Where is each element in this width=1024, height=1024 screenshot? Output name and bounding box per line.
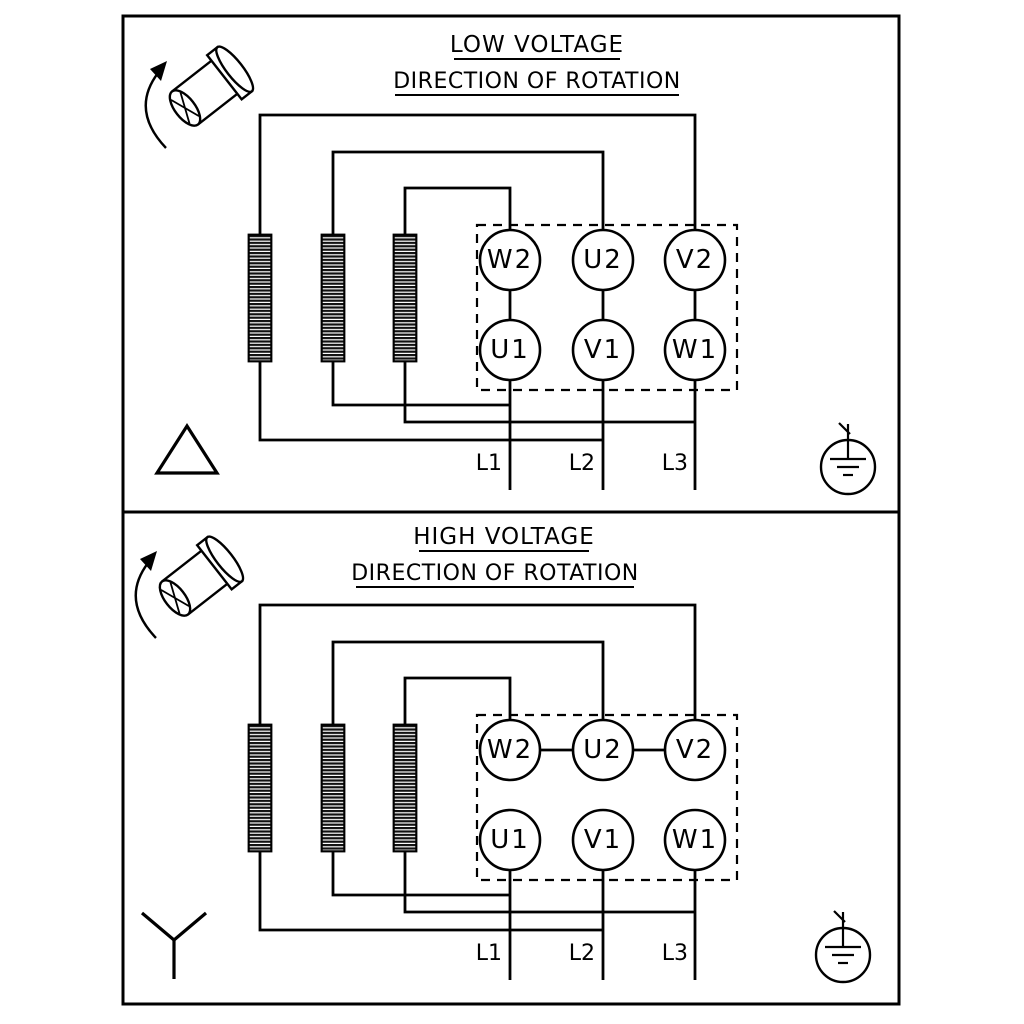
terminal-label-u2: U2: [583, 245, 623, 275]
supply-line-label-l3: L3: [662, 941, 688, 966]
diagram-frame: [121, 14, 901, 1006]
motor-rotation-icon: [144, 41, 260, 150]
terminal-label-u1: U1: [490, 825, 530, 855]
earth-ground-icon: [814, 909, 872, 984]
terminal-label-u1: U1: [490, 335, 530, 365]
supply-line-label-l1: L1: [476, 941, 502, 966]
terminal-label-v2: V2: [676, 735, 714, 765]
winding-wires: [249, 605, 695, 980]
terminal-label-w2: W2: [487, 245, 533, 275]
panel-low-voltage: LOW VOLTAGE DIRECTION OF ROTATION W2 U2 …: [144, 32, 877, 496]
terminal-v1: [571, 808, 635, 872]
panel-title: LOW VOLTAGE: [450, 32, 624, 58]
supply-line-label-l1: L1: [476, 451, 502, 476]
terminal-label-w2: W2: [487, 735, 533, 765]
panel-title: HIGH VOLTAGE: [413, 524, 595, 550]
supply-line-label-l2: L2: [569, 451, 595, 476]
terminal-block: W2 U2 V2 U1 V1 W1: [475, 223, 739, 392]
panel-high-voltage: HIGH VOLTAGE DIRECTION OF ROTATION W2 U2…: [134, 524, 872, 984]
terminal-block: W2 U2 V2 U1 V1 W1: [475, 713, 739, 882]
terminal-label-w1: W1: [672, 825, 718, 855]
supply-line-label-l2: L2: [569, 941, 595, 966]
panel-subtitle: DIRECTION OF ROTATION: [351, 561, 639, 586]
terminal-label-v2: V2: [676, 245, 714, 275]
terminal-box: [475, 223, 739, 392]
winding-wires: [249, 115, 695, 490]
terminal-label-w1: W1: [672, 335, 718, 365]
motor-rotation-icon: [134, 531, 250, 640]
earth-ground-icon: [819, 421, 877, 496]
terminal-label-v1: V1: [584, 825, 622, 855]
star-symbol-icon: [140, 911, 208, 979]
supply-line-labels: L1 L2 L3: [476, 451, 688, 476]
delta-symbol-icon: [154, 423, 220, 475]
panel-subtitle: DIRECTION OF ROTATION: [393, 69, 681, 94]
terminal-box: [475, 713, 739, 882]
terminal-label-u2: U2: [583, 735, 623, 765]
terminal-u1: [478, 808, 542, 872]
supply-line-label-l3: L3: [662, 451, 688, 476]
terminal-w1: [663, 808, 727, 872]
terminal-label-v1: V1: [584, 335, 622, 365]
supply-line-labels: L1 L2 L3: [476, 941, 688, 966]
delta-jumpers: [508, 290, 697, 320]
